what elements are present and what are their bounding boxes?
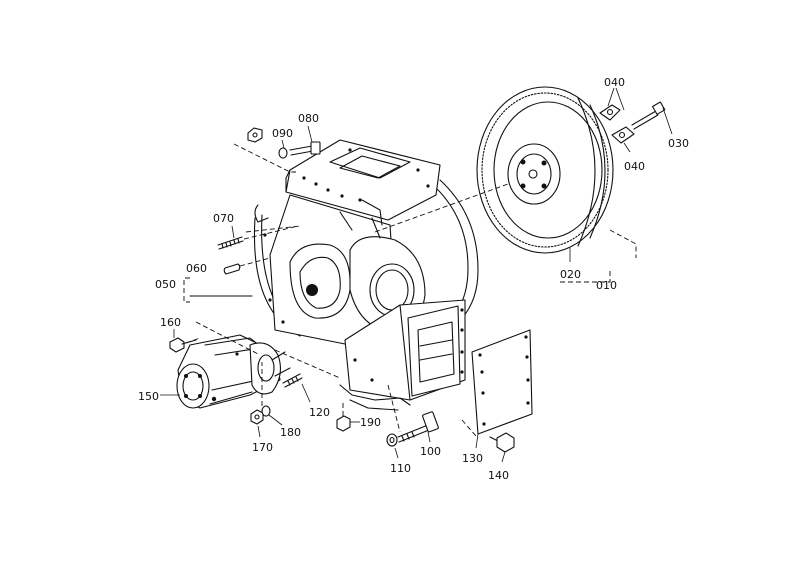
part-label-160: 160 bbox=[160, 316, 181, 329]
part-label-090: 090 bbox=[272, 127, 293, 140]
cover-plate bbox=[471, 329, 533, 435]
housing-bolt bbox=[289, 141, 321, 156]
part-label-110: 110 bbox=[390, 462, 411, 475]
leader-line bbox=[501, 451, 506, 463]
flywheel-housing bbox=[253, 139, 479, 411]
stud bbox=[217, 236, 244, 250]
leader-line bbox=[183, 277, 190, 303]
part-label-060: 060 bbox=[186, 262, 207, 275]
drain-plug bbox=[336, 415, 351, 432]
part-label-080: 080 bbox=[298, 112, 319, 125]
flywheel-bolt bbox=[631, 101, 666, 130]
hex-nut bbox=[247, 127, 263, 143]
part-label-180: 180 bbox=[280, 426, 301, 439]
leader-line bbox=[427, 431, 431, 443]
leader-line bbox=[268, 414, 283, 426]
leader-line bbox=[195, 321, 261, 356]
starter-stud bbox=[282, 373, 303, 388]
leader-line bbox=[301, 383, 311, 403]
part-label-030: 030 bbox=[668, 137, 689, 150]
part-label-130: 130 bbox=[462, 452, 483, 465]
part-label-140: 140 bbox=[488, 469, 509, 482]
leader-line bbox=[461, 419, 477, 437]
leader-line bbox=[281, 139, 285, 149]
axis-line bbox=[245, 225, 301, 233]
starter-washer bbox=[261, 405, 271, 417]
leader-lines-flywheel bbox=[560, 87, 673, 283]
part-label-050: 050 bbox=[155, 278, 176, 291]
part-label-190: 190 bbox=[360, 416, 381, 429]
leader-line bbox=[475, 433, 479, 449]
part-label-120: 120 bbox=[309, 406, 330, 419]
starter-nut bbox=[250, 409, 264, 425]
leader-line bbox=[239, 257, 271, 267]
part-label-100: 100 bbox=[420, 445, 441, 458]
leader-line bbox=[387, 384, 401, 433]
leader-line bbox=[394, 447, 399, 459]
lock-plate bbox=[599, 104, 635, 144]
part-label-150: 150 bbox=[138, 390, 159, 403]
part-label-170: 170 bbox=[252, 441, 273, 454]
dowel-pin bbox=[223, 263, 241, 275]
part-label-010: 010 bbox=[596, 279, 617, 292]
leader-line bbox=[231, 225, 235, 239]
leader-line bbox=[257, 425, 261, 438]
spring-washer bbox=[278, 147, 288, 159]
leader-line bbox=[233, 143, 296, 173]
leader-line bbox=[243, 225, 299, 240]
cover-plate-bolt bbox=[489, 432, 515, 453]
part-label-040-upper: 040 bbox=[604, 76, 625, 89]
part-labels: 010 020 030 040 040 050 060 070 080 090 … bbox=[138, 76, 689, 482]
cover-washer bbox=[386, 433, 398, 447]
leader-line bbox=[307, 125, 313, 143]
starter-motor bbox=[176, 334, 291, 409]
leader-line bbox=[185, 337, 201, 344]
cover-bolt bbox=[397, 411, 439, 443]
flywheel bbox=[476, 86, 614, 254]
leader-line bbox=[274, 349, 341, 379]
part-label-070: 070 bbox=[213, 212, 234, 225]
part-label-020: 020 bbox=[560, 268, 581, 281]
part-label-040-lower: 040 bbox=[624, 160, 645, 173]
